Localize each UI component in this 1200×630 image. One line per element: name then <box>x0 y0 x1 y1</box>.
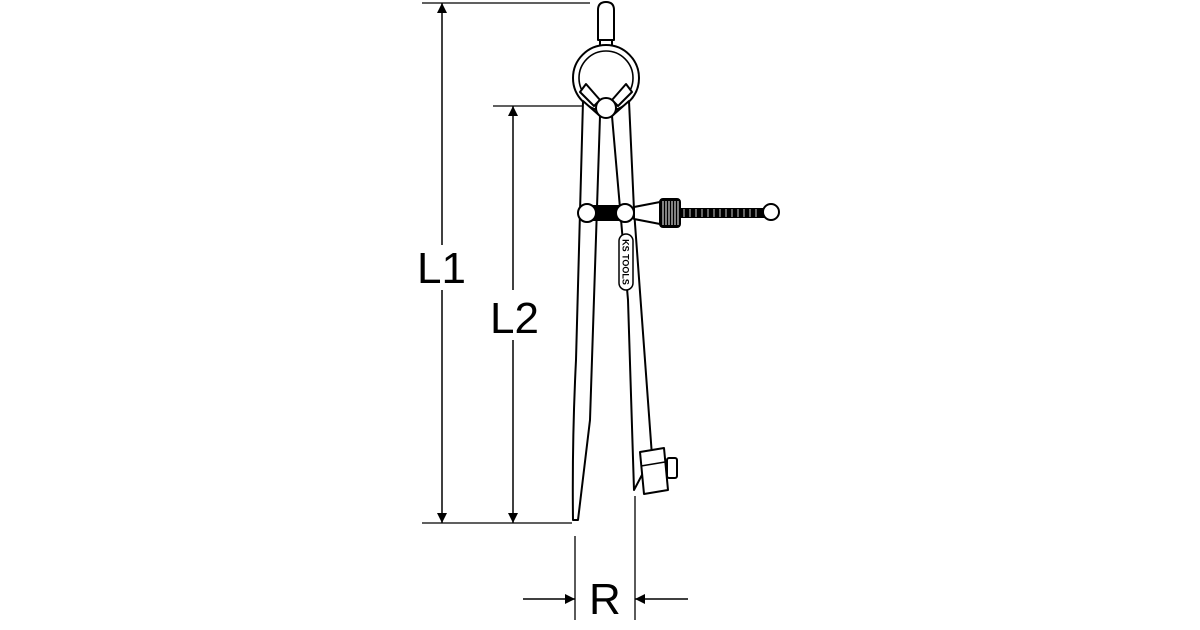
screw-housing <box>633 201 661 225</box>
threaded-rod <box>679 208 765 218</box>
dimension-l2 <box>493 105 584 523</box>
r-label: R <box>589 575 621 624</box>
crossbar-ball-left <box>577 203 597 223</box>
dimension-l1 <box>422 2 590 524</box>
hinge-pivot <box>595 97 617 119</box>
knob-knurl <box>662 201 679 225</box>
lead-holder-band <box>640 461 666 467</box>
brand-logo-text: KS TOOLS <box>621 239 631 285</box>
compass-handle <box>597 1 615 41</box>
l2-label: L2 <box>490 294 539 343</box>
compass <box>571 1 780 521</box>
lead-holder-screw <box>666 457 678 479</box>
rod-thread <box>683 209 757 217</box>
lead-holder <box>639 447 669 495</box>
rod-end-ball <box>762 203 780 221</box>
hinge-fork-right <box>611 83 633 107</box>
hinge-fork-left <box>579 83 601 107</box>
dimension-r <box>523 496 688 620</box>
compass-left-leg <box>571 100 601 521</box>
crossbar-ball-right <box>615 203 635 223</box>
compass-right-leg <box>611 100 653 491</box>
l1-label: L1 <box>417 244 466 293</box>
brand-logo: KS TOOLS <box>618 233 634 291</box>
